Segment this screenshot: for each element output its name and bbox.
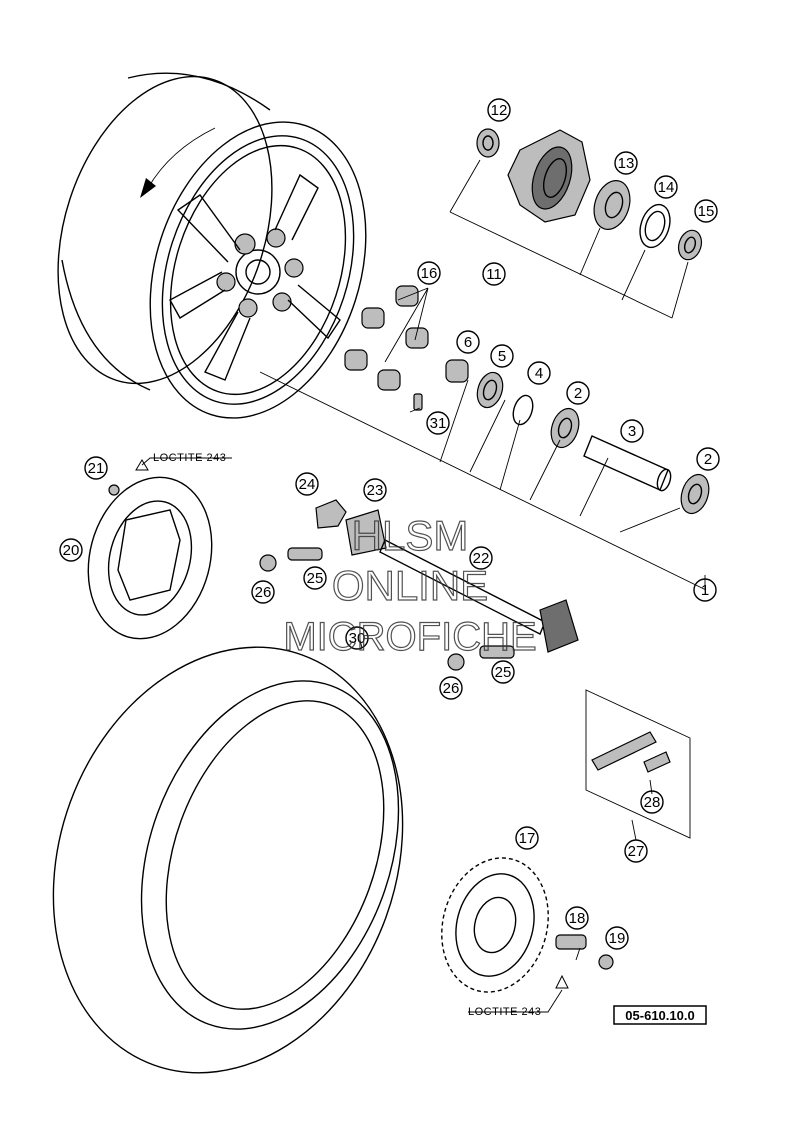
callout-14: 14 (654, 175, 678, 199)
callout-18: 18 (565, 906, 589, 930)
callout-21: 21 (84, 456, 108, 480)
svg-text:24: 24 (299, 476, 316, 493)
svg-text:1: 1 (701, 582, 709, 599)
svg-text:2: 2 (574, 385, 582, 402)
svg-text:12: 12 (491, 102, 508, 119)
callout-25b: 25 (491, 660, 515, 684)
callout-12: 12 (487, 98, 511, 122)
svg-text:4: 4 (535, 365, 543, 382)
svg-text:ONLINE: ONLINE (332, 562, 488, 609)
svg-text:5: 5 (498, 348, 506, 365)
callout-24: 24 (295, 472, 319, 496)
svg-text:16: 16 (421, 265, 438, 282)
svg-text:30: 30 (349, 630, 366, 647)
callout-4: 4 (527, 361, 551, 385)
svg-text:19: 19 (609, 930, 626, 947)
svg-text:27: 27 (628, 843, 645, 860)
svg-text:05-610.10.0: 05-610.10.0 (625, 1008, 694, 1023)
svg-text:HLSM: HLSM (352, 512, 469, 559)
callout-3: 3 (620, 419, 644, 443)
sprocket-carrier-assembly (449, 128, 703, 319)
callout-1: 1 (693, 578, 717, 602)
svg-text:17: 17 (519, 830, 536, 847)
callout-26b: 26 (439, 676, 463, 700)
callout-11: 11 (482, 262, 506, 286)
callout-23: 23 (363, 478, 387, 502)
svg-text:25: 25 (307, 570, 324, 587)
svg-text:22: 22 (473, 550, 490, 567)
svg-text:26: 26 (443, 680, 460, 697)
callouts: 1 2 2 3 4 5 6 11 12 13 14 15 16 17 18 19… (59, 98, 720, 950)
callout-28: 28 (640, 790, 664, 814)
svg-text:15: 15 (698, 203, 715, 220)
svg-text:20: 20 (63, 542, 80, 559)
svg-text:31: 31 (430, 415, 447, 432)
loctite-note-sprocket: LOCTITE 243 (468, 1006, 541, 1018)
callout-6: 6 (456, 330, 480, 354)
watermark: HLSM ONLINE MICROFICHE (283, 511, 538, 659)
svg-text:2: 2 (704, 451, 712, 468)
callout-19: 19 (605, 926, 629, 950)
callout-2b: 2 (696, 447, 720, 471)
drive-chain-box (585, 689, 691, 841)
rear-tyre (52, 639, 404, 1074)
callout-20: 20 (59, 538, 83, 562)
svg-text:MICROFICHE: MICROFICHE (283, 615, 536, 659)
svg-text:25: 25 (495, 664, 512, 681)
reference-number-box: 05-610.10.0 (613, 1005, 707, 1025)
rear-sprocket (441, 857, 614, 1013)
loctite-note-brake-disc: LOCTITE 243 (153, 452, 226, 464)
svg-text:6: 6 (464, 334, 472, 351)
callout-22: 22 (469, 546, 493, 570)
rear-wheel-rim (57, 72, 367, 419)
svg-text:18: 18 (569, 910, 586, 927)
callout-2a: 2 (566, 381, 590, 405)
callout-25a: 25 (303, 566, 327, 590)
svg-text:13: 13 (618, 155, 635, 172)
svg-text:3: 3 (628, 423, 636, 440)
callout-16: 16 (417, 261, 441, 285)
callout-17: 17 (515, 826, 539, 850)
callout-13: 13 (614, 151, 638, 175)
svg-text:26: 26 (255, 584, 272, 601)
brake-disc (87, 457, 232, 640)
callout-27: 27 (624, 839, 648, 863)
cush-drive-rubbers (344, 285, 429, 391)
svg-text:28: 28 (644, 794, 661, 811)
callout-15: 15 (694, 199, 718, 223)
axle-components (259, 359, 710, 591)
callout-26a: 26 (251, 580, 275, 604)
callout-31: 31 (426, 411, 450, 435)
svg-text:11: 11 (486, 266, 502, 283)
axle-and-adjusters (259, 499, 579, 671)
svg-text:23: 23 (367, 482, 384, 499)
callout-30: 30 (345, 626, 369, 650)
svg-text:21: 21 (88, 460, 105, 477)
svg-text:14: 14 (658, 179, 675, 196)
callout-5: 5 (490, 344, 514, 368)
